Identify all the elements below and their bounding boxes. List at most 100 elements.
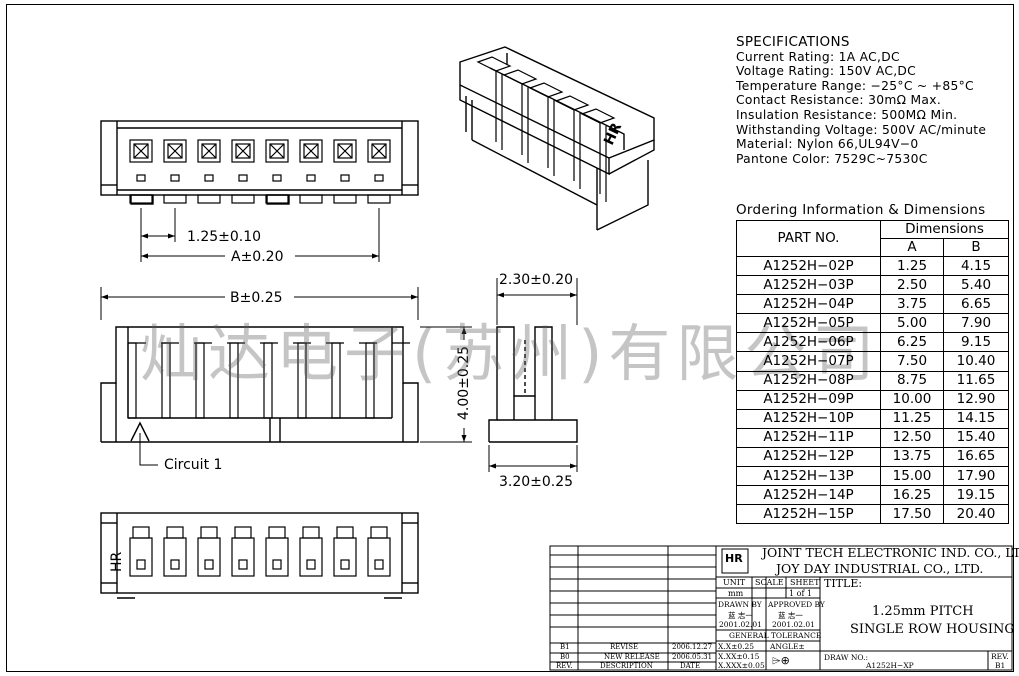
top-terminal-tab: [367, 194, 391, 204]
spec-line: Withstanding Voltage: 500V AC/minute: [736, 122, 987, 137]
pitch-dimension: 1.25±0.10: [187, 229, 261, 245]
top-cavity-inner: [371, 143, 387, 159]
top-cavity-cross: [371, 143, 387, 159]
top-cavity-inner: [269, 143, 285, 159]
unit-value: mm: [728, 589, 744, 598]
bottom-cavity-hole: [374, 559, 384, 570]
spec-line: Contact Resistance: 30mΩ Max.: [736, 93, 942, 108]
top-cavity: [197, 139, 221, 163]
top-cavity-inner: [201, 143, 217, 159]
table-cell-a: 1.25: [880, 255, 944, 277]
a-dimension: A±0.20: [231, 249, 283, 265]
depth-bottom-dimension: 3.20±0.25: [499, 474, 573, 490]
col-b: B: [943, 238, 1009, 257]
top-cavity-cross: [303, 143, 319, 159]
top-terminal-tab: [197, 194, 221, 204]
bottom-cavity-lip: [132, 526, 150, 539]
table-cell-a: 17.50: [880, 504, 944, 525]
table-cell-part: A1252H−02P: [736, 255, 881, 277]
title-label: TITLE:: [824, 577, 863, 590]
unit-label: UNIT: [723, 578, 746, 587]
top-cavity: [265, 139, 289, 163]
table-cell-part: A1252H−03P: [736, 275, 881, 296]
spec-line: Material: Nylon 66,UL94V−0: [736, 137, 919, 152]
title-block-grid: [549, 545, 1013, 671]
top-cavity-inner: [133, 143, 149, 159]
draw-no-label: DRAW NO.:: [824, 653, 869, 662]
bottom-cavity-hole: [272, 559, 282, 570]
dimension-lines: [100, 208, 578, 472]
table-cell-a: 3.75: [880, 294, 944, 315]
table-cell-b: 4.15: [943, 255, 1009, 277]
bottom-cavity-hole: [340, 559, 350, 570]
company-name-2: JOY DAY INDUSTRIAL CO., LTD.: [776, 561, 984, 576]
front-slot: [263, 342, 273, 419]
top-contact-window: [136, 174, 146, 182]
top-terminal-tab: [299, 194, 323, 204]
tolerance-1: X.X±0.25: [718, 642, 755, 651]
scale-label: SCALE: [755, 578, 784, 587]
top-contact-window: [238, 174, 248, 182]
company-logo: HR: [725, 552, 743, 565]
circuit-1-label: Circuit 1: [164, 457, 222, 473]
table-cell-part: A1252H−07P: [736, 351, 881, 372]
front-slot: [331, 342, 341, 419]
date-header: DATE: [680, 662, 701, 670]
rev-value: B1: [995, 661, 1006, 670]
top-cavity-inner: [235, 143, 251, 159]
col-part-no: PART NO.: [736, 220, 881, 257]
top-cavity-inner: [167, 143, 183, 159]
top-cavity-inner: [303, 143, 319, 159]
iso-cavity: [476, 56, 512, 72]
table-cell-b: 19.15: [943, 485, 1009, 506]
table-cell-part: A1252H−15P: [736, 504, 881, 525]
table-cell-a: 2.50: [880, 275, 944, 296]
sheet-value: 1 of 1: [789, 589, 813, 598]
bottom-cavity: [231, 537, 255, 577]
angle-label: ANGLE±: [770, 642, 805, 651]
table-cell-part: A1252H−09P: [736, 389, 881, 410]
top-contact-window: [272, 174, 282, 182]
top-terminal-tab: [129, 194, 153, 204]
table-cell-a: 8.75: [880, 370, 944, 391]
table-cell-part: A1252H−08P: [736, 370, 881, 391]
b-dimension: B±0.25: [230, 290, 283, 306]
table-cell-b: 7.90: [943, 313, 1009, 334]
table-cell-b: 17.90: [943, 466, 1009, 487]
specifications-block: SPECIFICATIONS Current Rating: 1A AC,DC …: [736, 35, 986, 166]
side-view: [488, 326, 578, 443]
col-dimensions: Dimensions: [880, 220, 1009, 239]
top-cavity-cross: [235, 143, 251, 159]
description-header: DESCRIPTION: [600, 662, 653, 670]
approved-by-name: 蓝 志一: [778, 611, 803, 620]
top-contact-window: [340, 174, 350, 182]
table-cell-a: 7.50: [880, 351, 944, 372]
bottom-cavity-lip: [370, 526, 388, 539]
drawn-date: 2001.02.01: [719, 620, 762, 629]
spec-line: Current Rating: 1A AC,DC: [736, 49, 900, 64]
table-cell-a: 5.00: [880, 313, 944, 334]
table-cell-part: A1252H−14P: [736, 485, 881, 506]
front-slot: [229, 342, 239, 419]
bottom-view: [100, 512, 419, 599]
drawing-title-2: SINGLE ROW HOUSING: [850, 622, 1015, 637]
bottom-cavity-hole: [238, 559, 248, 570]
spec-line: Insulation Resistance: 500MΩ Min.: [736, 107, 958, 122]
iso-cavity: [502, 69, 538, 85]
top-cavity: [367, 139, 391, 163]
table-cell-b: 14.15: [943, 408, 1009, 429]
top-contact-window: [306, 174, 316, 182]
top-cavity-cross: [269, 143, 285, 159]
isometric-view: [459, 46, 655, 231]
rev-row-rev: B0: [560, 653, 570, 661]
sheet-label: SHEET: [790, 578, 820, 587]
